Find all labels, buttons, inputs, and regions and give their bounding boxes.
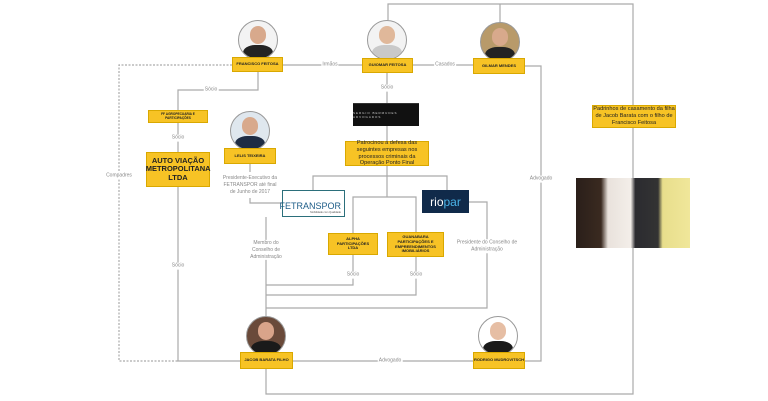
note-defense: Patrocinou a defesa das seguintes empres… (345, 140, 429, 166)
note-padrinhos: Padrinhos de casamento da filha de Jacob… (592, 105, 676, 128)
label-presidente-conselho: Presidente do Conselho de Administração (455, 239, 519, 253)
line-mid-branch (352, 196, 417, 233)
photo-guiomar (367, 20, 407, 60)
person-rodrigo-mudrovitsch: RODRIGO MUDROVITSCH (473, 352, 525, 369)
company-ff-agropecuaria: FF AGROPECUARIA E PARTICIPAÇÕES (148, 110, 208, 123)
company-guanabara: GUANABARA PARTICIPAÇÕES E EMPREENDIMENTO… (387, 232, 444, 257)
person-francisco-feitosa: FRANCISCO FEITOSA (232, 57, 283, 72)
label-socio-guiomar: Sócio (379, 84, 395, 92)
person-guiomar-feitosa: GUIOMAR FEITOSA (362, 58, 413, 73)
label-compadres: Compadres (105, 172, 133, 180)
label-membro-conselho: Membro do Conselho de Administração (246, 239, 286, 261)
person-jacob-barata-filho: JACOB BARATA FILHO (240, 352, 293, 369)
line-auto-jacob (177, 187, 240, 362)
fetranspor-wordmark: FETRANSPOR (279, 201, 341, 211)
line-lelis-fetranspor2 (249, 198, 282, 204)
company-auto-viacao: AUTO VIAÇÃO METROPOLITANA LTDA (146, 152, 211, 187)
label-socio-auto: Sócio (170, 262, 186, 270)
label-socio-alpha: Sócio (345, 271, 361, 279)
logo-sergio-bermudes: SERGIO BERMUDES ADVOGADOS (353, 103, 419, 126)
line-guanabara-jacob (266, 257, 417, 296)
label-casados: Casados (434, 61, 456, 69)
fetranspor-tagline: Mobilidade com Qualidade (310, 211, 341, 214)
person-gilmar-mendes: GILMAR MENDES (473, 58, 525, 74)
label-lelis-role: Presidente-Executivo da FETRANSPOR até f… (221, 174, 279, 196)
company-alpha: ALPHA PARTICIPAÇÕES LTDA (328, 233, 378, 255)
label-socio-fp: Sócio (170, 134, 186, 142)
label-advogado-gilmar: Advogado (528, 175, 554, 183)
line-top-branch (312, 175, 448, 190)
label-socio-guanabara: Sócio (408, 271, 424, 279)
line-compadres (118, 64, 232, 362)
photo-rodrigo (478, 316, 518, 356)
person-lelis-teixeira: LELIS TEIXEIRA (224, 148, 276, 164)
photo-gilmar (480, 22, 520, 62)
wedding-photo (576, 178, 690, 248)
label-socio-francisco: Sócio (203, 86, 219, 94)
photo-francisco (238, 20, 278, 60)
logo-fetranspor: FETRANSPOR Mobilidade com Qualidade (279, 190, 345, 217)
label-irmaos: Irmãos (321, 61, 339, 69)
label-advogado-rodrigo: Advogado (377, 357, 403, 365)
line-riopar-jacob (266, 201, 488, 309)
photo-jacob (246, 316, 286, 356)
line-alpha-jacob (266, 255, 354, 286)
line-gilmar-rodrigo (525, 65, 542, 362)
photo-lelis (230, 111, 270, 151)
